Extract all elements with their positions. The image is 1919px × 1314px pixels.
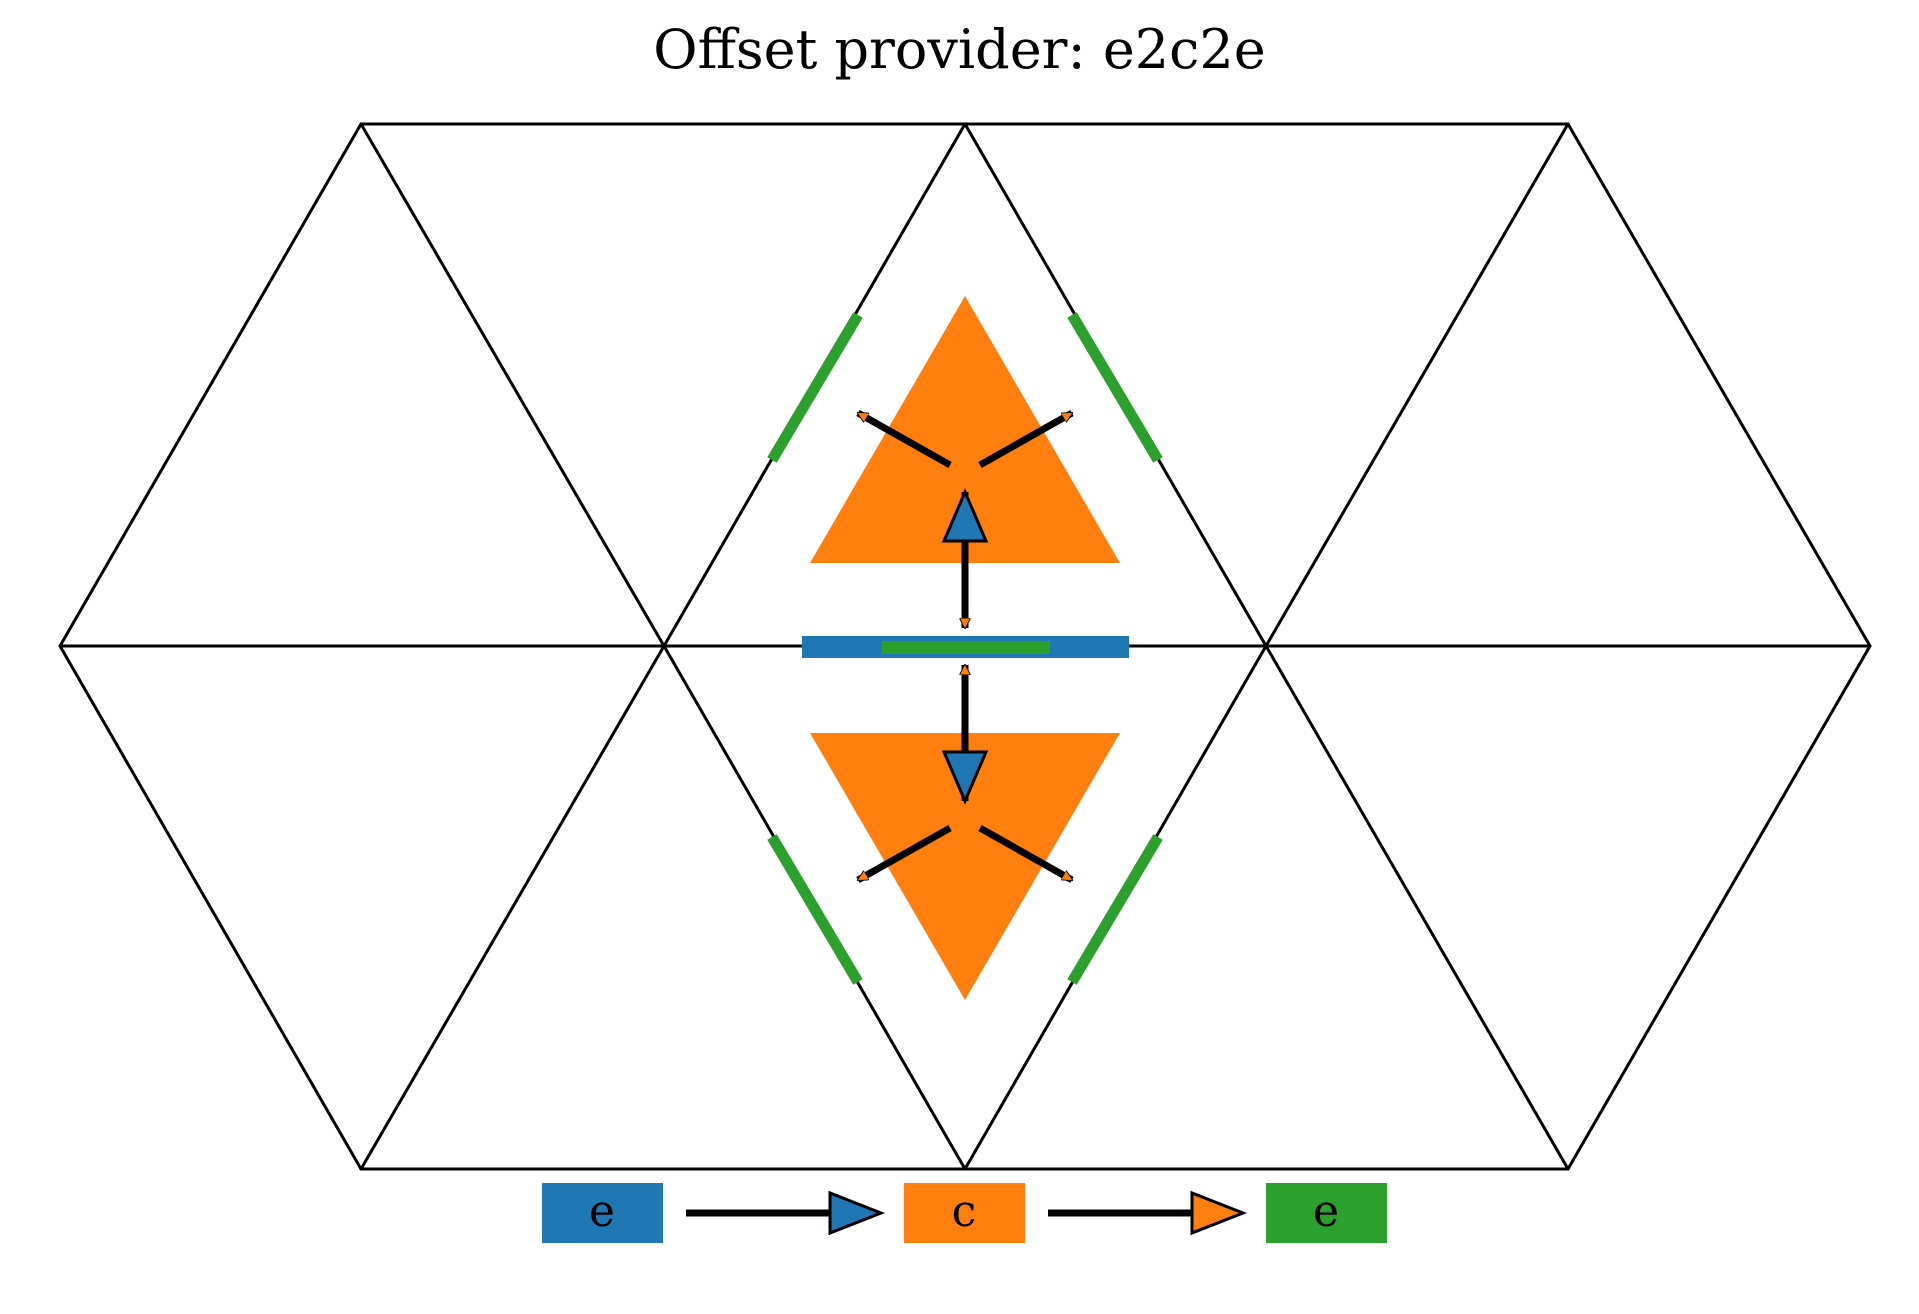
mesh-line xyxy=(58,122,363,648)
lower-cell xyxy=(810,733,1120,1000)
legend-arrow-2-head xyxy=(1190,1190,1248,1236)
mesh-line xyxy=(58,644,363,1171)
mesh-line xyxy=(359,122,666,648)
upper-cell xyxy=(810,296,1120,563)
target-edges xyxy=(767,312,1163,985)
target-edge-upper-left xyxy=(767,312,863,463)
cell-to-edge-arrows xyxy=(858,409,1072,884)
edge-to-upper-cell-head xyxy=(941,488,989,543)
target-edge-upper-right xyxy=(1067,312,1163,463)
edge-to-lower-cell-head xyxy=(941,750,989,805)
legend-source-label: e xyxy=(589,1186,615,1237)
legend-middle-label: c xyxy=(952,1186,977,1237)
legend-middle-box xyxy=(904,1183,1025,1243)
legend-target-box xyxy=(1266,1183,1387,1243)
edge-to-cell-arrowheads xyxy=(941,488,989,805)
mesh-line xyxy=(1264,644,1570,1171)
target-edge-lower-left xyxy=(767,834,863,985)
mesh-line xyxy=(1264,122,1570,648)
diagram-title: Offset provider: e2c2e xyxy=(653,18,1266,81)
mesh-line xyxy=(1566,122,1872,648)
arrow-lower-to-left-edge xyxy=(858,824,952,884)
legend: e c e xyxy=(542,1183,1387,1243)
target-edge-lower-right xyxy=(1067,834,1163,985)
source-edge-target-overlay xyxy=(882,641,1050,654)
arrow-lower-to-right-edge xyxy=(978,824,1072,884)
arrow-upper-to-right-edge xyxy=(978,409,1072,469)
legend-arrow-1-head xyxy=(828,1190,886,1236)
mesh-line xyxy=(1566,644,1872,1171)
mesh-line xyxy=(359,644,666,1171)
legend-source-box xyxy=(542,1183,663,1243)
legend-target-label: e xyxy=(1313,1186,1339,1237)
arrow-upper-to-left-edge xyxy=(858,409,952,469)
